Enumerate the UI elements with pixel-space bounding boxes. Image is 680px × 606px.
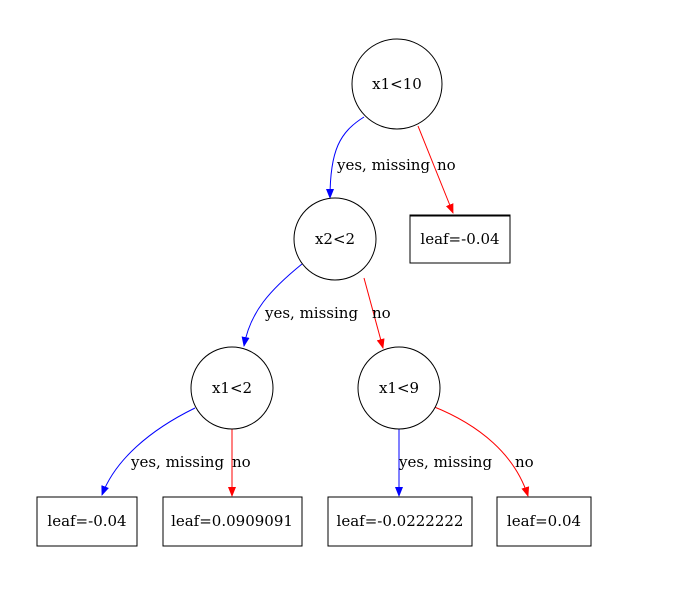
edge-label-n4-n8: no [515, 453, 534, 471]
leaf-label: leaf=0.0909091 [171, 512, 293, 530]
edge-label-n1-n3: yes, missing [264, 304, 358, 322]
node-label: x1<2 [212, 379, 252, 397]
leaf-label: leaf=0.04 [507, 512, 581, 530]
leaf-label: leaf=-0.0222222 [337, 512, 464, 530]
leaf-n5: leaf=-0.04 [36, 496, 138, 547]
edge-label-n0-n1: yes, missing [336, 156, 430, 174]
leaf-label: leaf=-0.04 [420, 230, 499, 248]
edge-label-n3-n6: no [232, 453, 251, 471]
edge-label-n4-n7: yes, missing [398, 453, 492, 471]
edge-n1-n3 [241, 263, 303, 347]
edge-n4-n8 [431, 405, 530, 497]
edge-label-n1-n4: no [372, 304, 391, 322]
leaf-n7: leaf=-0.0222222 [327, 496, 473, 547]
node-label: x1<10 [372, 75, 422, 93]
edge-n0-n2 [417, 125, 454, 214]
leaf-label: leaf=-0.04 [47, 512, 126, 530]
edge-n3-n5 [101, 407, 196, 496]
edge-label-n3-n5: yes, missing [130, 453, 224, 471]
edge-n0-n1 [326, 116, 365, 199]
edge-label-n0-n2: no [437, 156, 456, 174]
leaf-n6: leaf=0.0909091 [162, 496, 303, 547]
node-label: x1<9 [379, 379, 419, 397]
leaf-n2: leaf=-0.04 [409, 214, 511, 264]
edge-n1-n4 [363, 277, 385, 349]
node-n4: x1<9 [357, 346, 441, 430]
node-n1: x2<2 [293, 197, 377, 281]
leaf-n8: leaf=0.04 [496, 496, 592, 547]
node-label: x2<2 [315, 230, 355, 248]
node-n3: x1<2 [190, 346, 274, 430]
node-n0: x1<10 [351, 38, 443, 130]
